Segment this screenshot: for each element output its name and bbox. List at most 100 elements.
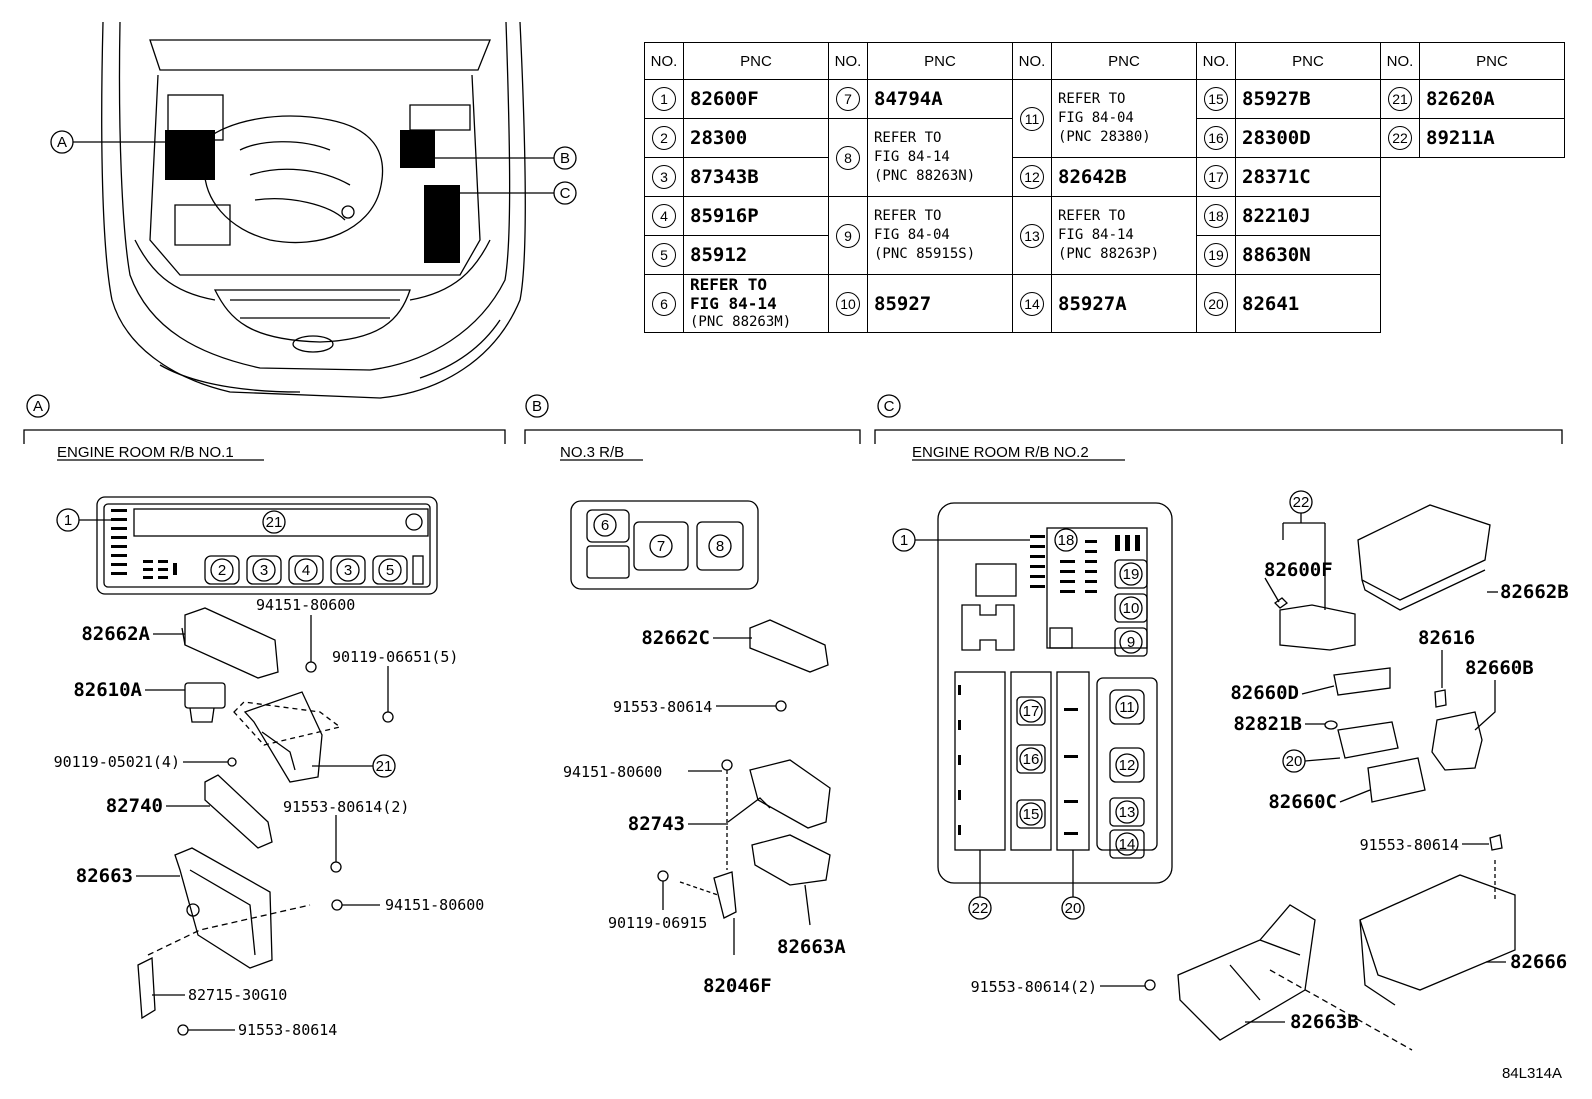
c-box-circle-10: 10 [1123,600,1140,617]
pnc-cell: 82600F [683,79,829,119]
empty-cell [1381,275,1565,333]
item-number-cell: 16 [1196,118,1236,158]
b-box-circle-8: 8 [716,538,724,555]
a-box-circle-3b: 3 [344,562,352,579]
item-number: 5 [652,243,676,267]
label-82660B: 82660B [1465,657,1534,679]
header-no: NO. [1012,42,1052,80]
pnc-ref-line: FIG 84-14 [690,294,777,313]
section-a-diagram: 21 2 3 4 3 5 1 [56,496,438,1036]
item-number-cell: 2 [644,118,684,158]
c-box-circle-15: 15 [1023,806,1040,823]
section-b-id: B [532,398,542,415]
label-91553-80614-2-c: 91553-80614(2) [971,978,1097,996]
header-no: NO. [1196,42,1236,80]
pnc-ref-line: FIG 84-14 [1058,227,1134,243]
pnc-cell: 89211A [1419,118,1565,158]
item-number-cell: 11 [1012,79,1052,158]
c-circle-22: 22 [1293,494,1310,511]
pnc-ref-line: (PNC 88263M) [690,314,792,330]
c-circle-20: 20 [1286,753,1303,770]
pnc-ref-line: REFER TO [874,208,942,224]
a-box-circle-1: 1 [64,512,72,529]
pnc-cell: 28300D [1235,118,1381,158]
item-number: 21 [1388,87,1412,111]
overview-callouts: A B C [50,130,577,205]
item-number-cell: 21 [1380,79,1420,119]
empty-cell [1381,197,1565,236]
item-number: 9 [836,223,860,248]
item-number: 15 [1204,87,1228,111]
item-number-cell: 1 [644,79,684,119]
label-82662C: 82662C [641,627,710,649]
item-number-cell: 8 [828,118,868,197]
item-number-cell: 17 [1196,157,1236,197]
c-box-circle-1: 1 [900,532,908,549]
pnc-ref-line: REFER TO [1058,91,1126,107]
section-a-title: ENGINE ROOM R/B NO.1 [57,444,234,461]
empty-cell [1381,158,1565,197]
pnc-cell: 28300 [683,118,829,158]
pnc-cell: 88630N [1235,235,1381,275]
pnc-cell: 85912 [683,235,829,275]
label-82663B: 82663B [1290,1011,1359,1033]
c-box-circle-9: 9 [1127,634,1135,651]
item-number-cell: 10 [828,274,868,333]
item-number: 4 [652,204,676,228]
item-number: 1 [652,87,676,111]
item-number: 2 [652,126,676,150]
engine-bay-overview [101,21,526,399]
label-91553-80614: 91553-80614 [238,1021,337,1039]
item-number-cell: 9 [828,196,868,275]
label-82660C: 82660C [1268,791,1337,813]
label-94151-80600-b: 94151-80600 [563,763,662,781]
label-90119-06651: 90119-06651(5) [332,648,458,666]
label-82715-30G10: 82715-30G10 [188,986,287,1004]
pnc-ref-line: REFER TO [1058,208,1126,224]
label-82046F: 82046F [703,975,772,997]
label-82666: 82666 [1510,951,1567,973]
pnc-cell: 85916P [683,196,829,236]
item-number: 8 [836,145,860,170]
section-a-id: A [33,398,43,415]
item-number: 6 [652,291,676,316]
header-pnc: PNC [1235,42,1381,80]
c-box-circle-22: 22 [972,900,989,917]
pnc-ref-line: FIG 84-14 [874,149,950,165]
a-box-circle-2: 2 [218,562,226,579]
item-number: 22 [1388,126,1412,150]
item-number: 14 [1020,291,1044,316]
item-number: 11 [1020,106,1044,131]
pnc-cell: 87343B [683,157,829,197]
c-box-circle-16: 16 [1023,751,1040,768]
label-91553-80614-c: 91553-80614 [1360,836,1459,854]
pnc-cell: 82641 [1235,274,1381,333]
label-82616: 82616 [1418,627,1475,649]
item-number: 7 [836,87,860,111]
a-box-circle-3: 3 [260,562,268,579]
header-no: NO. [1380,42,1420,80]
item-number-cell: 20 [1196,274,1236,333]
c-box-circle-13: 13 [1119,804,1136,821]
header-pnc: PNC [1419,42,1565,80]
section-b-labels: 82662C 91553-80614 94151-80600 82743 901… [563,627,846,997]
pnc-ref-line: (PNC 88263N) [874,168,976,184]
empty-cell [1381,236,1565,275]
item-number-cell: 4 [644,196,684,236]
item-number-cell: 18 [1196,196,1236,236]
label-82663: 82663 [76,865,133,887]
b-box-circle-6: 6 [601,517,609,534]
header-no: NO. [644,42,684,80]
section-a-labels: 82662A 94151-80600 90119-06651(5) 82610A… [54,596,485,1039]
section-c-labels: 82600F 82662B 82616 82660D 82660B 82821B… [971,559,1569,1033]
pnc-ref-line: (PNC 28380) [1058,129,1151,145]
item-number: 19 [1204,243,1228,267]
label-82662B: 82662B [1500,581,1569,603]
item-number: 3 [652,165,676,189]
